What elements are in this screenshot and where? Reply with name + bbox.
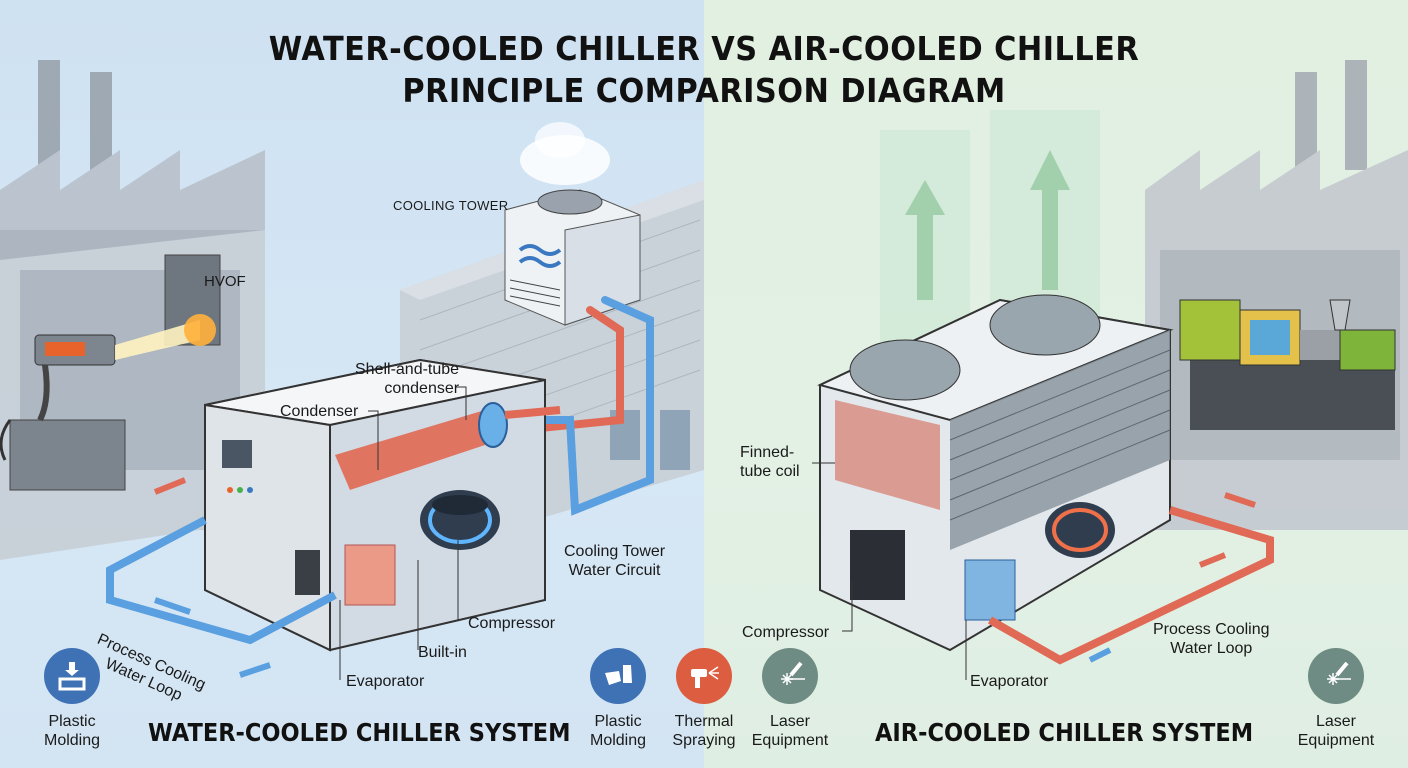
app-label: Thermal Spraying (672, 713, 736, 749)
app-label: Laser Equipment (1297, 713, 1375, 749)
air-process-loop-label: Process Cooling Water Loop (1153, 621, 1270, 657)
condenser-label: Condenser (280, 403, 359, 420)
app-laser-equipment-right: Laser Equipment (1291, 648, 1381, 750)
plastic-molding-icon (590, 648, 646, 704)
water-compressor-label: Compressor (468, 615, 556, 632)
shell-and-tube-condenser-label: Shell-and-tube condenser (355, 361, 460, 397)
air-compressor-label: Compressor (742, 624, 830, 641)
diagram-title: WATER-COOLED CHILLER VS AIR-COOLED CHILL… (56, 28, 1351, 112)
laser-icon (1308, 648, 1364, 704)
title-line-1: WATER-COOLED CHILLER VS AIR-COOLED CHILL… (268, 29, 1140, 68)
app-label: Plastic Molding (43, 713, 101, 749)
cooling-tower-water-circuit-label: Cooling Tower Water Circuit (564, 543, 666, 579)
water-evaporator-label: Evaporator (346, 673, 425, 690)
leader-lines (339, 386, 967, 680)
left-process-loop (106, 477, 337, 678)
app-label: Plastic Molding (589, 713, 647, 749)
finned-tube-coil-label: Finned- tube coil (740, 444, 800, 480)
title-line-2: PRINCIPLE COMPARISON DIAGRAM (402, 71, 1006, 110)
app-plastic-molding: Plastic Molding (573, 648, 663, 750)
water-cooled-chiller-unit (204, 358, 561, 652)
built-in-label: Built-in (418, 644, 467, 661)
air-evaporator-label: Evaporator (970, 673, 1049, 690)
cooling-tower (504, 122, 641, 326)
app-laser-equipment: Laser Equipment (745, 648, 835, 750)
hvof-label: HVOF (204, 273, 246, 290)
right-process-loop (988, 492, 1274, 665)
hvof-gun (0, 254, 221, 491)
app-thermal-spraying: Thermal Spraying (659, 648, 749, 750)
air-cooled-chiller-unit (817, 294, 1174, 652)
injection-molding-machine (1179, 299, 1396, 430)
right-factory-building (1145, 60, 1408, 530)
cooling-tower-pipes (516, 296, 654, 516)
injection-mold-icon (44, 648, 100, 704)
spray-gun-icon (676, 648, 732, 704)
app-plastic-molding-left: Plastic Molding (27, 648, 117, 750)
app-label: Laser Equipment (751, 713, 829, 749)
cooling-tower-label: COOLING TOWER (393, 198, 509, 213)
laser-icon (762, 648, 818, 704)
water-cooled-system-label: WATER-COOLED CHILLER SYSTEM (148, 718, 571, 747)
air-cooled-system-label: AIR-COOLED CHILLER SYSTEM (875, 718, 1254, 747)
